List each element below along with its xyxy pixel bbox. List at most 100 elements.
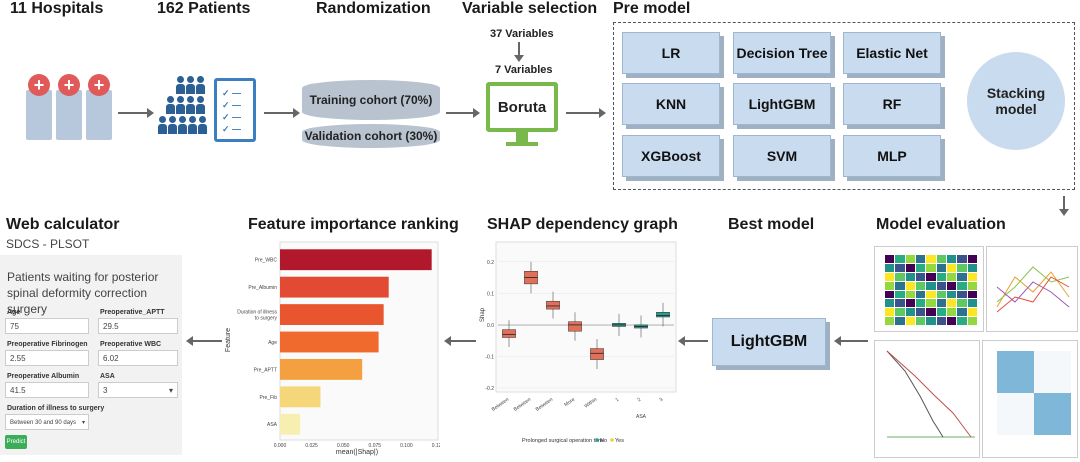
shap-box: [656, 312, 670, 318]
importance-bar: [280, 304, 384, 325]
heatmap-cell: [915, 317, 926, 325]
heatmap-cell: [957, 299, 967, 308]
importance-x-tick: 0.075: [369, 443, 382, 449]
line-plot-svg: [996, 266, 1070, 313]
heatmap-cell: [926, 299, 936, 308]
web-calculator-panel: Patients waiting for posterior spinal de…: [0, 255, 182, 455]
importance-bar: [280, 386, 321, 408]
heatmap-cell: [885, 255, 895, 263]
heatmap-cell: [885, 263, 895, 272]
heatmap-cell: [915, 281, 926, 290]
heatmap-cell: [895, 272, 905, 281]
heatmap-cell: [967, 255, 977, 263]
heatmap-cell: [895, 281, 905, 290]
importance-xlabel: mean(|Shap|): [336, 449, 378, 456]
heatmap-cell: [967, 272, 977, 281]
importance-bar: [280, 359, 363, 380]
shap-y-tick: -0.1: [485, 354, 494, 360]
shap-x-tick: Within: [583, 397, 598, 410]
heatmap-cell: [957, 255, 967, 263]
heatmap-cell: [936, 281, 946, 290]
importance-x-tick: 0.050: [337, 443, 350, 449]
step-model-evaluation: Model evaluation: [876, 216, 1006, 233]
heatmap-cell: [915, 255, 926, 263]
shap-y-tick: 0.1: [487, 291, 494, 297]
chevron-down-icon: ▾: [81, 420, 85, 426]
importance-category-label: Pre_APTT: [254, 367, 277, 373]
duration-label: Duration of illness to surgery: [7, 405, 105, 412]
heatmap-cell: [926, 255, 936, 263]
heatmap-cell: [895, 299, 905, 308]
model-xgboost: XGBoost: [622, 135, 720, 177]
shap-y-tick: 0.2: [487, 260, 494, 266]
heatmap-cell: [946, 281, 957, 290]
step-web-calculator: Web calculator: [6, 216, 120, 233]
duration-select[interactable]: Between 30 and 90 days ▾: [5, 414, 89, 430]
evaluation-heatmap: [874, 246, 984, 332]
asa-label: ASA: [100, 373, 115, 380]
model-knn: KNN: [622, 83, 720, 125]
boruta-monitor: Boruta: [486, 82, 558, 132]
importance-x-tick: 0.100: [400, 443, 413, 449]
wbc-input[interactable]: 6.02: [98, 350, 178, 366]
duration-value: Between 30 and 90 days: [10, 420, 77, 426]
model-decision-tree: Decision Tree: [733, 32, 831, 74]
heatmap-cell: [915, 308, 926, 317]
heatmap-cell: [915, 263, 926, 272]
legend-yes-swatch: [610, 438, 614, 442]
arrow-premodel-evaluation: [1059, 196, 1069, 216]
predict-button[interactable]: Predict: [5, 435, 27, 449]
asa-select[interactable]: 3▾: [98, 382, 178, 398]
age-input[interactable]: 75: [5, 318, 89, 334]
checklist-icon: ✓ —✓ —✓ —✓ —: [214, 78, 256, 142]
arrow-importance-calculator: [186, 336, 222, 346]
arrow-variables-down: [514, 42, 524, 62]
heatmap-cell: [946, 317, 957, 325]
heatmap-cell: [895, 255, 905, 263]
heatmap-cell: [936, 308, 946, 317]
albumin-input[interactable]: 41.5: [5, 382, 89, 398]
chevron-down-icon: ▾: [168, 386, 173, 395]
legend-no: No: [600, 438, 607, 444]
model-elastic-net: Elastic Net: [843, 32, 941, 74]
heatmap-cell: [967, 263, 977, 272]
heatmap-cell: [885, 308, 895, 317]
fibrinogen-input[interactable]: 2.55: [5, 350, 89, 366]
importance-bar: [280, 249, 432, 271]
heatmap-cell: [915, 290, 926, 299]
heatmap-cell: [936, 290, 946, 299]
step-best-model: Best model: [728, 216, 815, 233]
heatmap-cell: [926, 308, 936, 317]
calculator-heading: Patients waiting for posterior spinal de…: [7, 270, 159, 316]
aptt-label: Preoperative_APTT: [100, 309, 165, 316]
heatmap-cell: [957, 281, 967, 290]
step-patients: 162 Patients: [157, 0, 251, 17]
heatmap-cell: [926, 272, 936, 281]
model-mlp: MLP: [843, 135, 941, 177]
aptt-input[interactable]: 29.5: [98, 318, 178, 334]
heatmap-cell: [926, 281, 936, 290]
validation-cohort: Validation cohort (30%): [302, 124, 440, 148]
heatmap-cell: [946, 255, 957, 263]
shap-xlabel: Prolonged surgical operation time: [522, 438, 604, 444]
shap-box: [590, 348, 604, 360]
heatmap-cell: [905, 290, 915, 299]
heatmap-cell: [905, 272, 915, 281]
heatmap-cell: [967, 290, 977, 299]
shap-y-tick: -0.2: [485, 386, 494, 392]
heatmap-cell: [926, 290, 936, 299]
heatmap-cell: [885, 281, 895, 290]
heatmap-cell: [936, 272, 946, 281]
confusion-grid: [997, 351, 1071, 435]
heatmap-cell: [946, 299, 957, 308]
evaluation-decision-curve: [874, 340, 980, 458]
shap-plot-area: [495, 241, 677, 393]
heatmap-cell: [936, 263, 946, 272]
heatmap-cell: [905, 263, 915, 272]
step-shap-dependency: SHAP dependency graph: [487, 216, 678, 233]
heatmap-cell: [967, 299, 977, 308]
heatmap-cell: [885, 290, 895, 299]
shap-box: [546, 300, 560, 310]
selected-variables: 7 Variables: [495, 64, 553, 76]
